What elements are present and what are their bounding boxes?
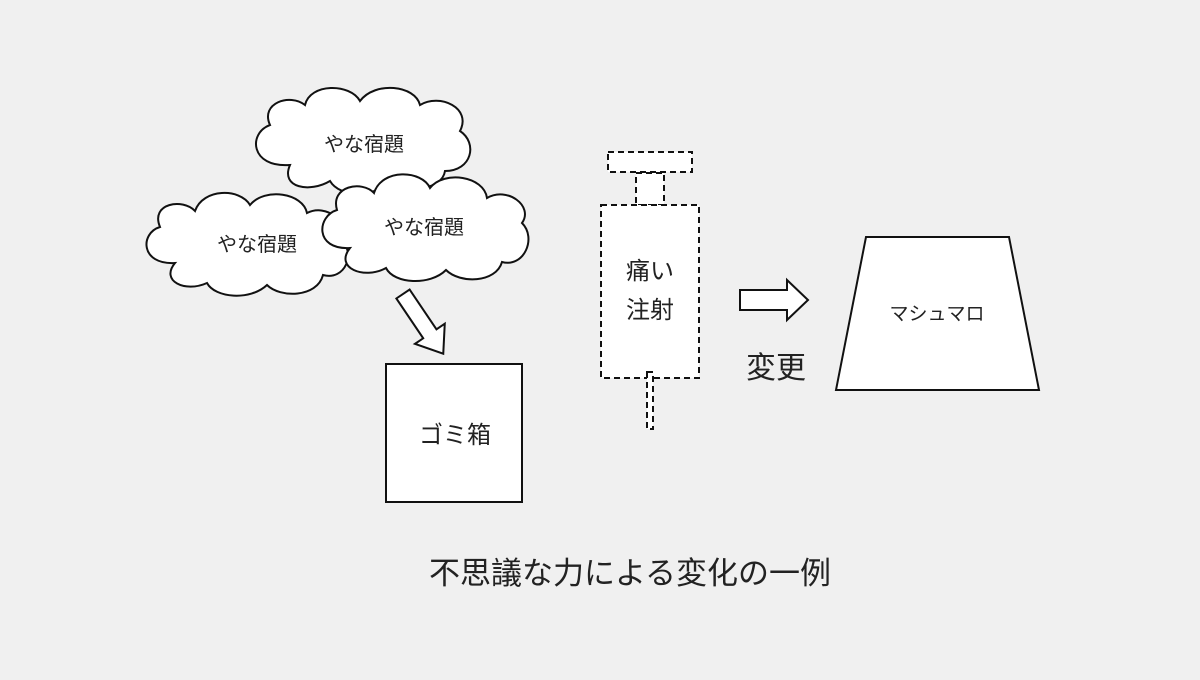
- cloud-left: やな宿題: [145, 192, 350, 297]
- arrow-to-trash: [394, 288, 446, 356]
- trash-box: ゴミ箱: [385, 363, 523, 503]
- syringe-label-line2: 注射: [626, 296, 674, 324]
- trash-label: ゴミ箱: [419, 421, 491, 449]
- arrow-change: 変更: [739, 277, 810, 386]
- syringe-plunger-rod: [635, 172, 665, 206]
- cloud-front: やな宿題: [321, 173, 530, 283]
- syringe-label-line1: 痛い: [626, 257, 674, 285]
- syringe-needle: [646, 371, 654, 430]
- marshmallow-label: マシュマロ: [889, 303, 984, 325]
- cloud-label: やな宿題: [217, 232, 297, 256]
- diagram-caption: 不思議な力による変化の一例: [429, 556, 831, 592]
- cloud-top: やな宿題: [255, 87, 472, 195]
- change-label: 変更: [746, 351, 806, 386]
- syringe-plunger-top: [607, 151, 693, 173]
- syringe-barrel: [600, 204, 700, 379]
- syringe: 痛い 注射: [600, 151, 700, 430]
- cloud-label: やな宿題: [384, 215, 464, 239]
- cloud-label: やな宿題: [324, 132, 404, 156]
- marshmallow-shape: マシュマロ: [834, 236, 1041, 391]
